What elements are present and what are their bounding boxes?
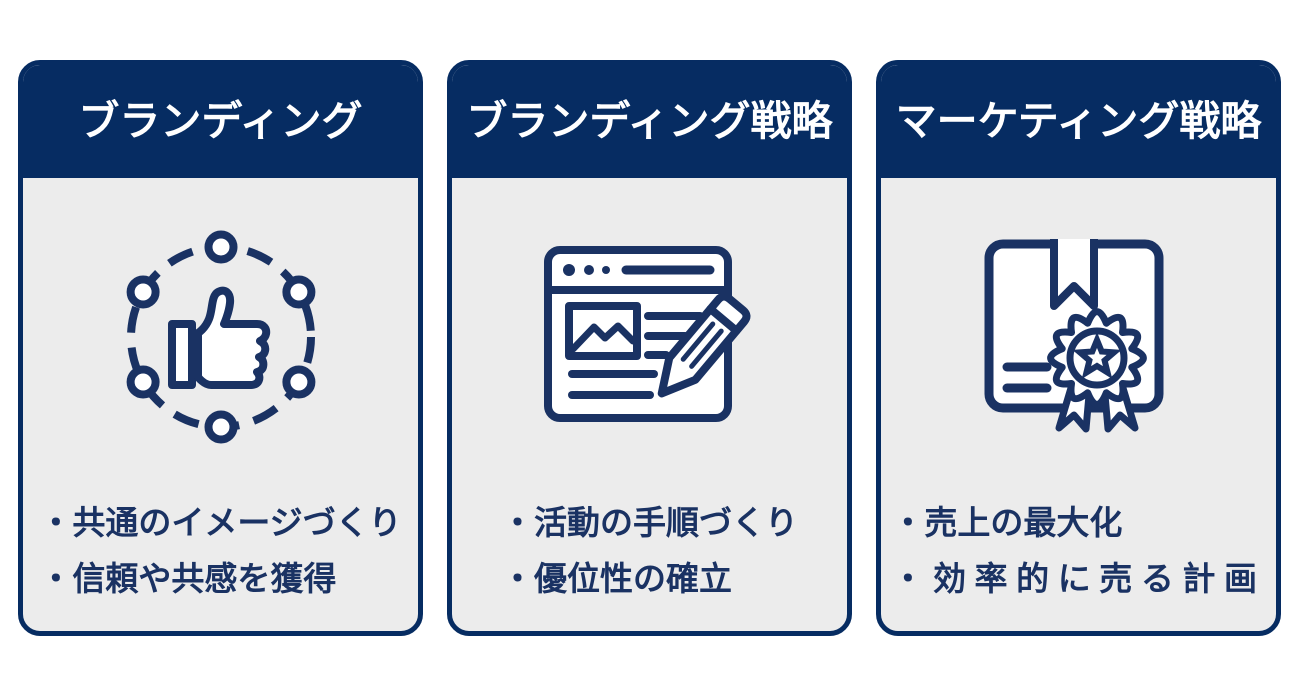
bullet-item: ・信頼や共感を獲得 [39, 560, 337, 597]
card-branding-header: ブランディング [23, 65, 418, 178]
bullet-item: ・売上の最大化 [891, 504, 1123, 541]
icon-area [23, 178, 418, 495]
icon-area [452, 178, 847, 495]
certified-package-icon [984, 239, 1163, 433]
bullet-list: ・売上の最大化 ・効率的に売る計画 [891, 495, 1265, 607]
card-title: ブランディング戦略 [466, 98, 833, 144]
card-branding-strategy-body: ・活動の手順づくり ・優位性の確立 [452, 178, 847, 631]
thumbs-up-network-icon [126, 230, 315, 443]
card-title: マーケティング戦略 [895, 98, 1262, 144]
web-page-pencil-icon [544, 245, 751, 422]
bullet-list: ・共通のイメージづくり ・信頼や共感を獲得 [39, 495, 401, 607]
card-marketing-strategy-header: マーケティング戦略 [881, 65, 1276, 178]
bullet-item: ・優位性の確立 [501, 560, 732, 597]
bullet-item: ・活動の手順づくり [501, 504, 798, 541]
card-marketing-strategy-body: ・売上の最大化 ・効率的に売る計画 [881, 178, 1276, 631]
card-marketing-strategy: マーケティング戦略 [876, 60, 1281, 636]
bullet-item: ・効率的に売る計画 [891, 560, 1266, 597]
card-branding: ブランディング [18, 60, 423, 636]
card-branding-strategy-header: ブランディング戦略 [452, 65, 847, 178]
bullet-list: ・活動の手順づくり ・優位性の確立 [501, 495, 798, 607]
card-branding-strategy: ブランディング戦略 [447, 60, 852, 636]
card-title: ブランディング [78, 98, 363, 144]
card-branding-body: ・共通のイメージづくり ・信頼や共感を獲得 [23, 178, 418, 631]
bullet-item: ・共通のイメージづくり [39, 504, 402, 541]
icon-area [881, 178, 1276, 495]
